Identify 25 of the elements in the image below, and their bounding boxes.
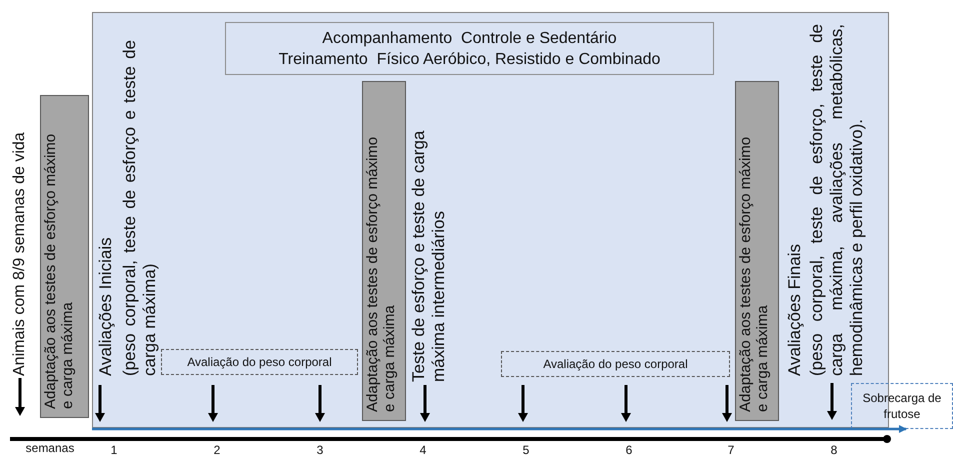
- axis-title: semanas: [24, 441, 76, 457]
- vertical-annotation: Teste de esforço e teste de carga máxima intermediários: [409, 130, 449, 382]
- vertical-annotation: (peso corporal, teste de esforço, teste de carga máxima, avaliações metabólicas, hemodinâmicas e perfil oxidativo).: [807, 24, 867, 376]
- box-text: Acompanhamento Controle e Sedentário: [322, 28, 617, 48]
- adaptation-box: Adaptação aos testes de esforço máximo e carga máxima: [40, 95, 89, 418]
- vertical-annotation: (peso corporal, teste de esforço e teste de carga máxima): [120, 40, 160, 376]
- adaptation-box: Adaptação aos testes de esforço máximo e carga máxima: [735, 81, 779, 421]
- adaptation-box: Adaptação aos testes de esforço máximo e carga máxima: [362, 81, 406, 421]
- tick-label: 1: [110, 443, 118, 459]
- tick-label: 4: [418, 443, 428, 459]
- box-text: Treinamento Físico Aeróbico, Resistido e Combinado: [278, 50, 660, 70]
- arrow: [92, 425, 907, 433]
- tick-label: 5: [522, 443, 530, 459]
- dashed-box: Avaliação do peso corporal: [161, 349, 358, 375]
- vertical-annotation: Animais com 8/9 semanas de vida: [10, 131, 29, 376]
- tick-label: 2: [212, 443, 222, 459]
- tick-label: 7: [726, 443, 736, 459]
- tick-label: 8: [830, 443, 838, 459]
- title-box: [225, 22, 714, 75]
- tick-label: 6: [624, 443, 634, 459]
- vertical-annotation: Avaliações Iniciais: [96, 236, 116, 376]
- dashed-box: Avaliação do peso corporal: [501, 351, 730, 377]
- tick-label: 3: [316, 443, 324, 459]
- vertical-annotation: Avaliações Finais: [785, 243, 805, 376]
- dashed-box: Sobrecarga de frutose: [851, 383, 953, 429]
